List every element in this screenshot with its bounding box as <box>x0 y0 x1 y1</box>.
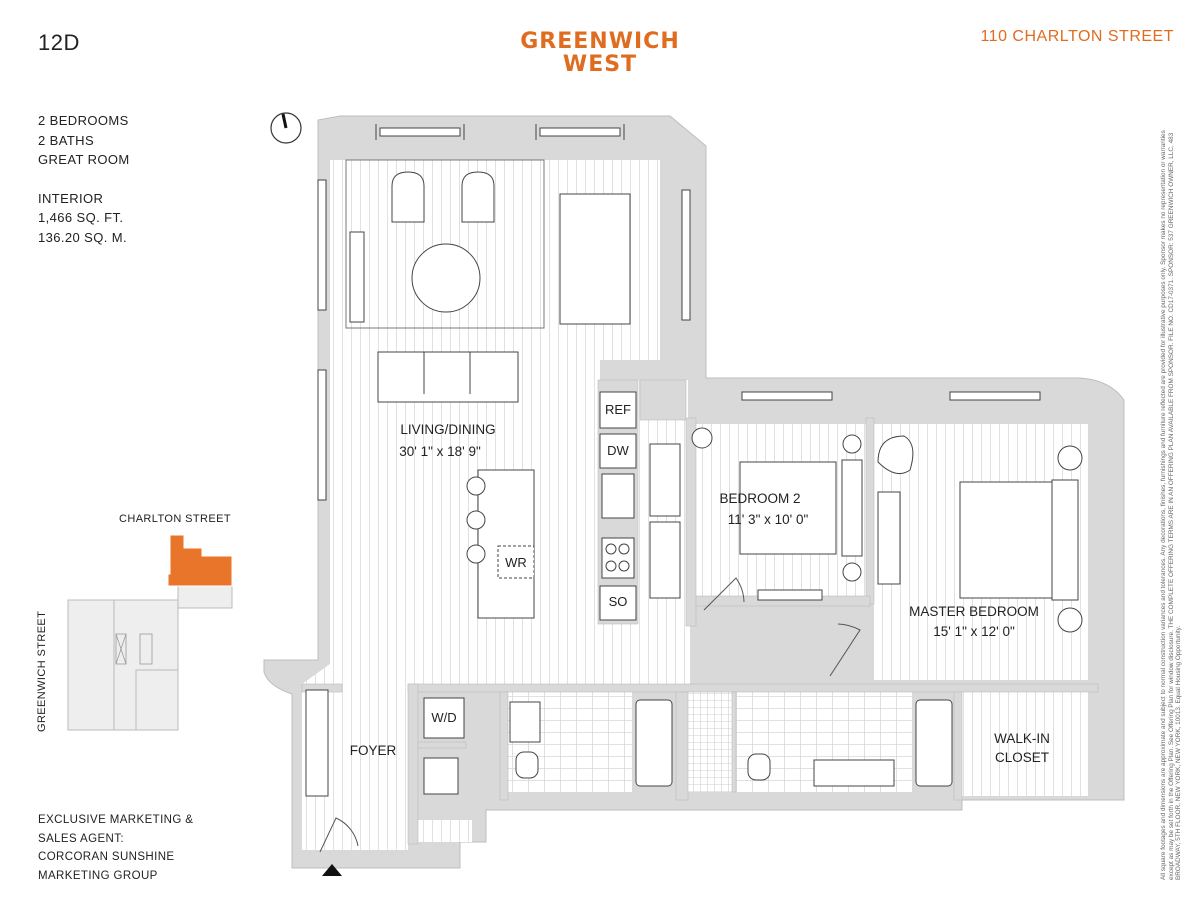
cooktop <box>601 537 635 579</box>
walk-in-closet-line-2: CLOSET <box>995 750 1049 765</box>
window-bedroom-2 <box>741 391 833 401</box>
unit-specs: 2 BEDROOMS 2 BATHS GREAT ROOM INTERIOR 1… <box>38 111 130 247</box>
window-living-west <box>317 179 327 311</box>
bedroom-2-door-swing <box>703 577 745 611</box>
shower-floor <box>688 692 732 792</box>
interior-label: INTERIOR <box>38 190 104 206</box>
key-plan-block-south <box>135 669 179 731</box>
kitchen-sink <box>601 473 635 519</box>
bedroom-divider-wall <box>865 417 875 605</box>
nightstand-lamp-b2-top <box>842 434 862 454</box>
double-vanity <box>813 759 895 787</box>
interior-sqft: 1,466 SQ. FT. <box>38 210 124 225</box>
vanity-1 <box>509 701 541 743</box>
toilet-1 <box>515 751 539 779</box>
living-dining-label: LIVING/DINING <box>400 422 495 437</box>
sofa <box>377 351 519 403</box>
logo-line-1: GREENWICH <box>520 29 680 54</box>
armchair-master <box>877 435 914 475</box>
toilet-2 <box>747 753 771 781</box>
nightstand-lamp-master-bottom <box>1057 607 1083 633</box>
master-bedroom-size: 15' 1" x 12' 0" <box>933 624 1015 639</box>
laundry-shelves <box>423 757 459 795</box>
bar-stool-1 <box>466 476 486 496</box>
refrigerator <box>599 391 637 429</box>
bedroom-2-size: 11' 3" x 10' 0" <box>728 512 809 527</box>
bed-bedroom-2 <box>739 461 837 555</box>
master-bedroom-label: MASTER BEDROOM <box>909 604 1039 619</box>
bedroom-2-lamp <box>691 427 713 449</box>
entry-arrow-icon <box>322 864 342 876</box>
building-address: 110 CHARLTON STREET <box>980 28 1174 45</box>
speed-oven-label: SO <box>609 594 628 609</box>
window-dining <box>681 189 691 321</box>
bar-stool-2 <box>466 510 486 530</box>
interior-sqm: 136.20 SQ. M. <box>38 229 128 245</box>
dining-table <box>559 193 631 325</box>
logo-line-2: WEST <box>562 52 638 77</box>
closet-right <box>649 521 681 599</box>
headboard-bedroom-2 <box>841 459 863 557</box>
bedrooms-count: 2 BEDROOMS <box>38 113 129 128</box>
window-living-2 <box>539 127 621 137</box>
marketing-agent: EXCLUSIVE MARKETING & SALES AGENT: CORCO… <box>38 811 193 885</box>
living-dining-size: 30' 1" x 18' 9" <box>399 444 481 459</box>
bedroom-2-west-wall <box>685 417 697 627</box>
living-rug <box>345 159 545 329</box>
entry-door-swing <box>319 817 359 853</box>
console-table <box>349 231 365 323</box>
washer-dryer-label: W/D <box>431 710 456 725</box>
speed-oven <box>599 585 637 621</box>
window-master <box>949 391 1041 401</box>
agent-line-4: MARKETING GROUP <box>38 869 158 882</box>
key-plan-street-top: CHARLTON STREET <box>119 513 231 525</box>
wine-refrigerator-label: WR <box>505 555 527 570</box>
agent-line-3: CORCORAN SUNSHINE <box>38 851 175 863</box>
dishwasher <box>599 433 637 469</box>
key-plan <box>67 534 233 731</box>
closet-left <box>649 443 681 517</box>
coffee-table <box>411 243 481 313</box>
laundry-divider <box>417 741 467 749</box>
bedroom-2-label: BEDROOM 2 <box>719 491 800 506</box>
agent-line-2: SALES AGENT: <box>38 832 124 845</box>
dresser-bedroom-2 <box>757 589 823 601</box>
window-living-west-2 <box>317 369 327 501</box>
armchair-right <box>461 171 495 223</box>
unit-number: 12D <box>38 30 80 55</box>
wine-refrigerator-outline <box>497 545 535 579</box>
washer-dryer <box>423 697 465 739</box>
kitchen-island <box>477 469 535 619</box>
key-plan-unit-highlight <box>167 534 233 587</box>
armchair-left <box>391 171 425 223</box>
foyer-closet <box>305 689 329 797</box>
walk-in-closet-line-1: WALK-IN <box>994 731 1050 746</box>
great-room-label: GREAT ROOM <box>38 152 130 167</box>
laundry-west-wall <box>407 683 419 845</box>
closet-west-wall <box>953 691 963 801</box>
brand-logo: GREENWICH WEST <box>500 30 700 76</box>
walk-in-closet-floor <box>962 692 1088 796</box>
headboard-master <box>1051 479 1079 601</box>
bathtub-2 <box>915 699 953 787</box>
dresser-master <box>877 491 901 585</box>
foyer-label: FOYER <box>350 743 397 758</box>
bar-stool-3 <box>466 544 486 564</box>
kitchen-top-wall <box>639 379 687 421</box>
dishwasher-label: DW <box>607 443 629 458</box>
bath-1-west-wall <box>499 691 509 801</box>
north-arrow-icon <box>270 112 302 144</box>
refrigerator-label: REF <box>605 402 631 417</box>
master-door-swing <box>829 623 861 677</box>
bath-north-wall <box>407 683 1099 693</box>
window-living-1 <box>379 127 461 137</box>
bathtub-1 <box>635 699 673 787</box>
shower-wall <box>731 691 737 793</box>
baths-count: 2 BATHS <box>38 132 95 148</box>
bath-divider-wall <box>675 691 689 801</box>
nightstand-lamp-b2-bottom <box>842 562 862 582</box>
nightstand-lamp-master-top <box>1057 445 1083 471</box>
agent-line-1: EXCLUSIVE MARKETING & <box>38 814 194 826</box>
